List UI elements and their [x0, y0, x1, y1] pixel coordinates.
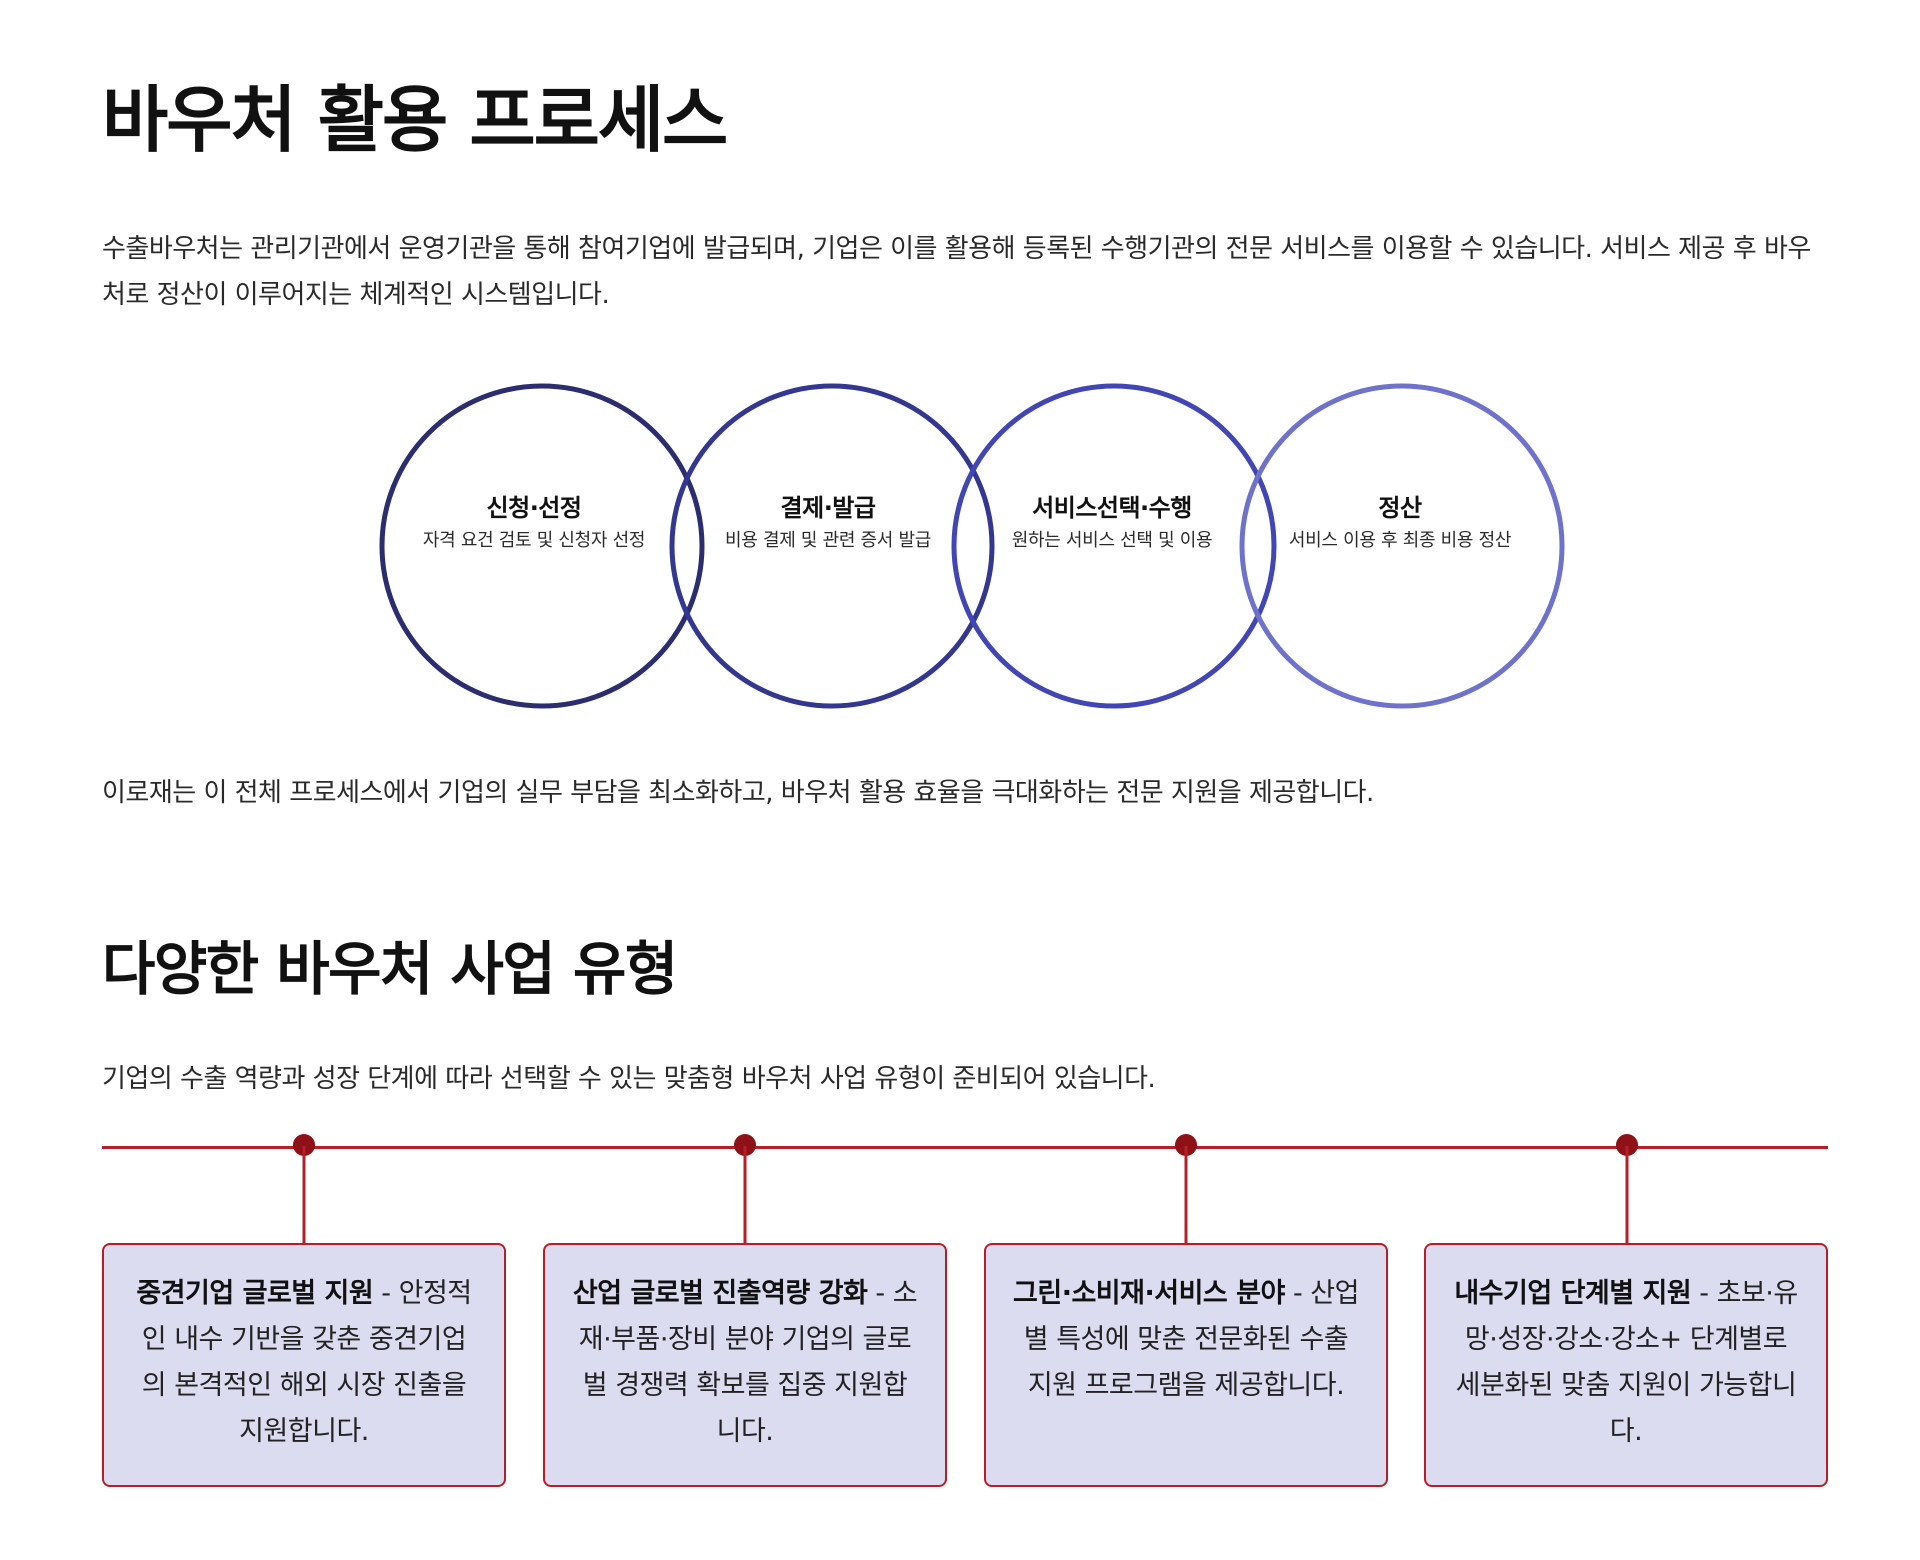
- process-circle-2: [669, 383, 995, 709]
- voucher-type-card-title: 내수기업 단계별 지원: [1454, 1278, 1692, 1309]
- process-circle-4: [1239, 383, 1565, 709]
- process-step-description: 원하는 서비스 선택 및 이용: [1011, 530, 1213, 551]
- process-step-description: 자격 요건 검토 및 신청자 선정: [422, 530, 646, 551]
- process-circles: [379, 383, 1565, 709]
- section-title-voucher-types: 다양한 바우처 사업 유형: [102, 935, 678, 1003]
- process-step-title: 서비스선택·수행: [1032, 494, 1192, 522]
- timeline-connector: [302, 1146, 306, 1244]
- voucher-type-card-midsize-global: 중견기업 글로벌 지원 - 안정적인 내수 기반을 갖춘 중견기업의 본격적인 …: [102, 1243, 506, 1487]
- process-step-description: 서비스 이용 후 최종 비용 정산: [1288, 530, 1512, 551]
- timeline-connector: [1625, 1146, 1629, 1244]
- voucher-process-intro: 수출바우처는 관리기관에서 운영기관을 통해 참여기업에 발급되며, 기업은 이…: [102, 234, 1811, 310]
- process-step-service-select: 서비스선택·수행 원하는 서비스 선택 및 이용: [997, 492, 1227, 554]
- voucher-type-card-title: 그린·소비재·서비스 분야: [1013, 1278, 1285, 1309]
- process-step-description: 비용 결제 및 관련 증서 발급: [725, 530, 931, 551]
- timeline-connector: [1184, 1146, 1188, 1244]
- process-step-settlement: 정산 서비스 이용 후 최종 비용 정산: [1285, 492, 1515, 554]
- voucher-type-card-description: - 안정적인 내수 기반을 갖춘 중견기업의 본격적인 해외 시장 진출을 지원…: [141, 1278, 472, 1447]
- voucher-type-card-title: 중견기업 글로벌 지원: [136, 1278, 374, 1309]
- process-diagram: 신청·선정 자격 요건 검토 및 신청자 선정 결제·발급 비용 결제 및 관련…: [372, 370, 1572, 730]
- voucher-type-card-description: - 산업별 특성에 맞춘 전문화된 수출 지원 프로그램을 제공합니다.: [1023, 1278, 1360, 1401]
- process-circle-3: [951, 383, 1277, 709]
- voucher-types-intro: 기업의 수출 역량과 성장 단계에 따라 선택할 수 있는 맞춤형 바우처 사업…: [102, 1064, 1156, 1094]
- process-step-title: 신청·선정: [486, 494, 582, 522]
- voucher-type-card-description: - 초보·유망·성장·강소·강소+ 단계별로 세분화된 맞춤 지원이 가능합니다…: [1455, 1278, 1799, 1447]
- section-title-voucher-process: 바우처 활용 프로세스: [102, 78, 728, 162]
- process-circle-1: [379, 383, 705, 709]
- voucher-type-card-domestic-stage: 내수기업 단계별 지원 - 초보·유망·성장·강소·강소+ 단계별로 세분화된 …: [1424, 1243, 1828, 1487]
- voucher-process-summary: 이로재는 이 전체 프로세스에서 기업의 실무 부담을 최소화하고, 바우처 활…: [102, 778, 1374, 808]
- process-step-apply-select: 신청·선정 자격 요건 검토 및 신청자 선정: [419, 492, 649, 554]
- timeline-node: [293, 1134, 315, 1156]
- voucher-type-card-industry-global: 산업 글로벌 진출역량 강화 - 소재·부품·장비 분야 기업의 글로벌 경쟁력…: [543, 1243, 947, 1487]
- process-step-title: 결제·발급: [780, 494, 876, 522]
- timeline-node: [734, 1134, 756, 1156]
- voucher-type-card-title: 산업 글로벌 진출역량 강화: [572, 1278, 868, 1309]
- voucher-type-card-green-consumer-service: 그린·소비재·서비스 분야 - 산업별 특성에 맞춘 전문화된 수출 지원 프로…: [984, 1243, 1388, 1487]
- timeline-connector: [743, 1146, 747, 1244]
- voucher-type-card-description: - 소재·부품·장비 분야 기업의 글로벌 경쟁력 확보를 집중 지원합니다.: [578, 1278, 918, 1447]
- timeline-node: [1175, 1134, 1197, 1156]
- process-step-payment-issue: 결제·발급 비용 결제 및 관련 증서 발급: [713, 492, 943, 554]
- timeline-node: [1616, 1134, 1638, 1156]
- process-step-title: 정산: [1378, 494, 1422, 522]
- timeline-line: [102, 1146, 1828, 1149]
